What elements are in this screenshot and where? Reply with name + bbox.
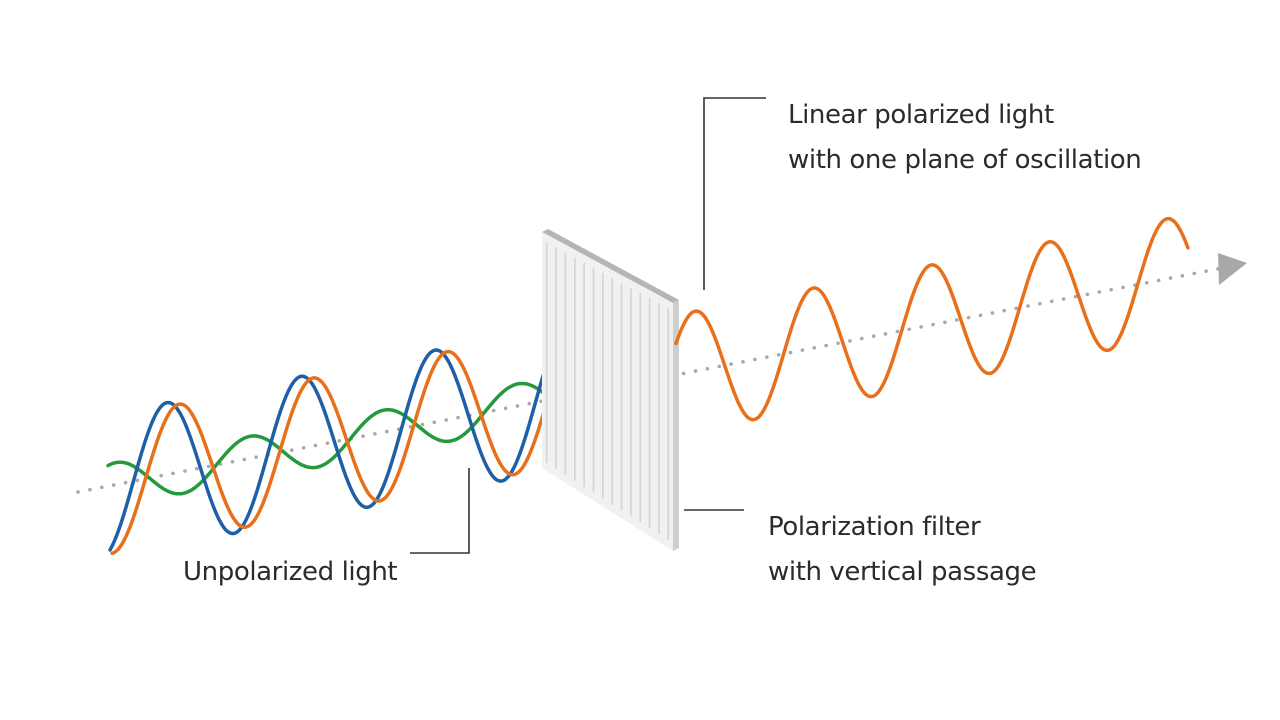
orange-wave-polarized	[674, 216, 1190, 422]
filter-label: Polarization filter with vertical passag…	[768, 505, 1037, 595]
filter-face	[542, 232, 673, 551]
leader-line-unpolarized	[410, 468, 470, 554]
filter-line2: with vertical passage	[768, 557, 1037, 587]
leader-line-linear	[703, 97, 766, 290]
orange-wave-incoming	[110, 323, 602, 556]
green-wave	[106, 372, 630, 496]
filter-line1: Polarization filter	[768, 512, 981, 542]
filter-slats	[545, 242, 670, 540]
filter-top-edge	[542, 229, 679, 303]
polarization-filter	[542, 229, 679, 551]
unpolarized-label: Unpolarized light	[183, 550, 398, 595]
linear-polarized-label: Linear polarized light with one plane of…	[788, 93, 1142, 183]
unpolarized-line1: Unpolarized light	[183, 557, 398, 587]
linear-polarized-line2: with one plane of oscillation	[788, 145, 1142, 175]
filter-side-edge	[673, 300, 679, 551]
linear-polarized-line1: Linear polarized light	[788, 100, 1054, 130]
arrow-right-icon	[1218, 253, 1247, 285]
